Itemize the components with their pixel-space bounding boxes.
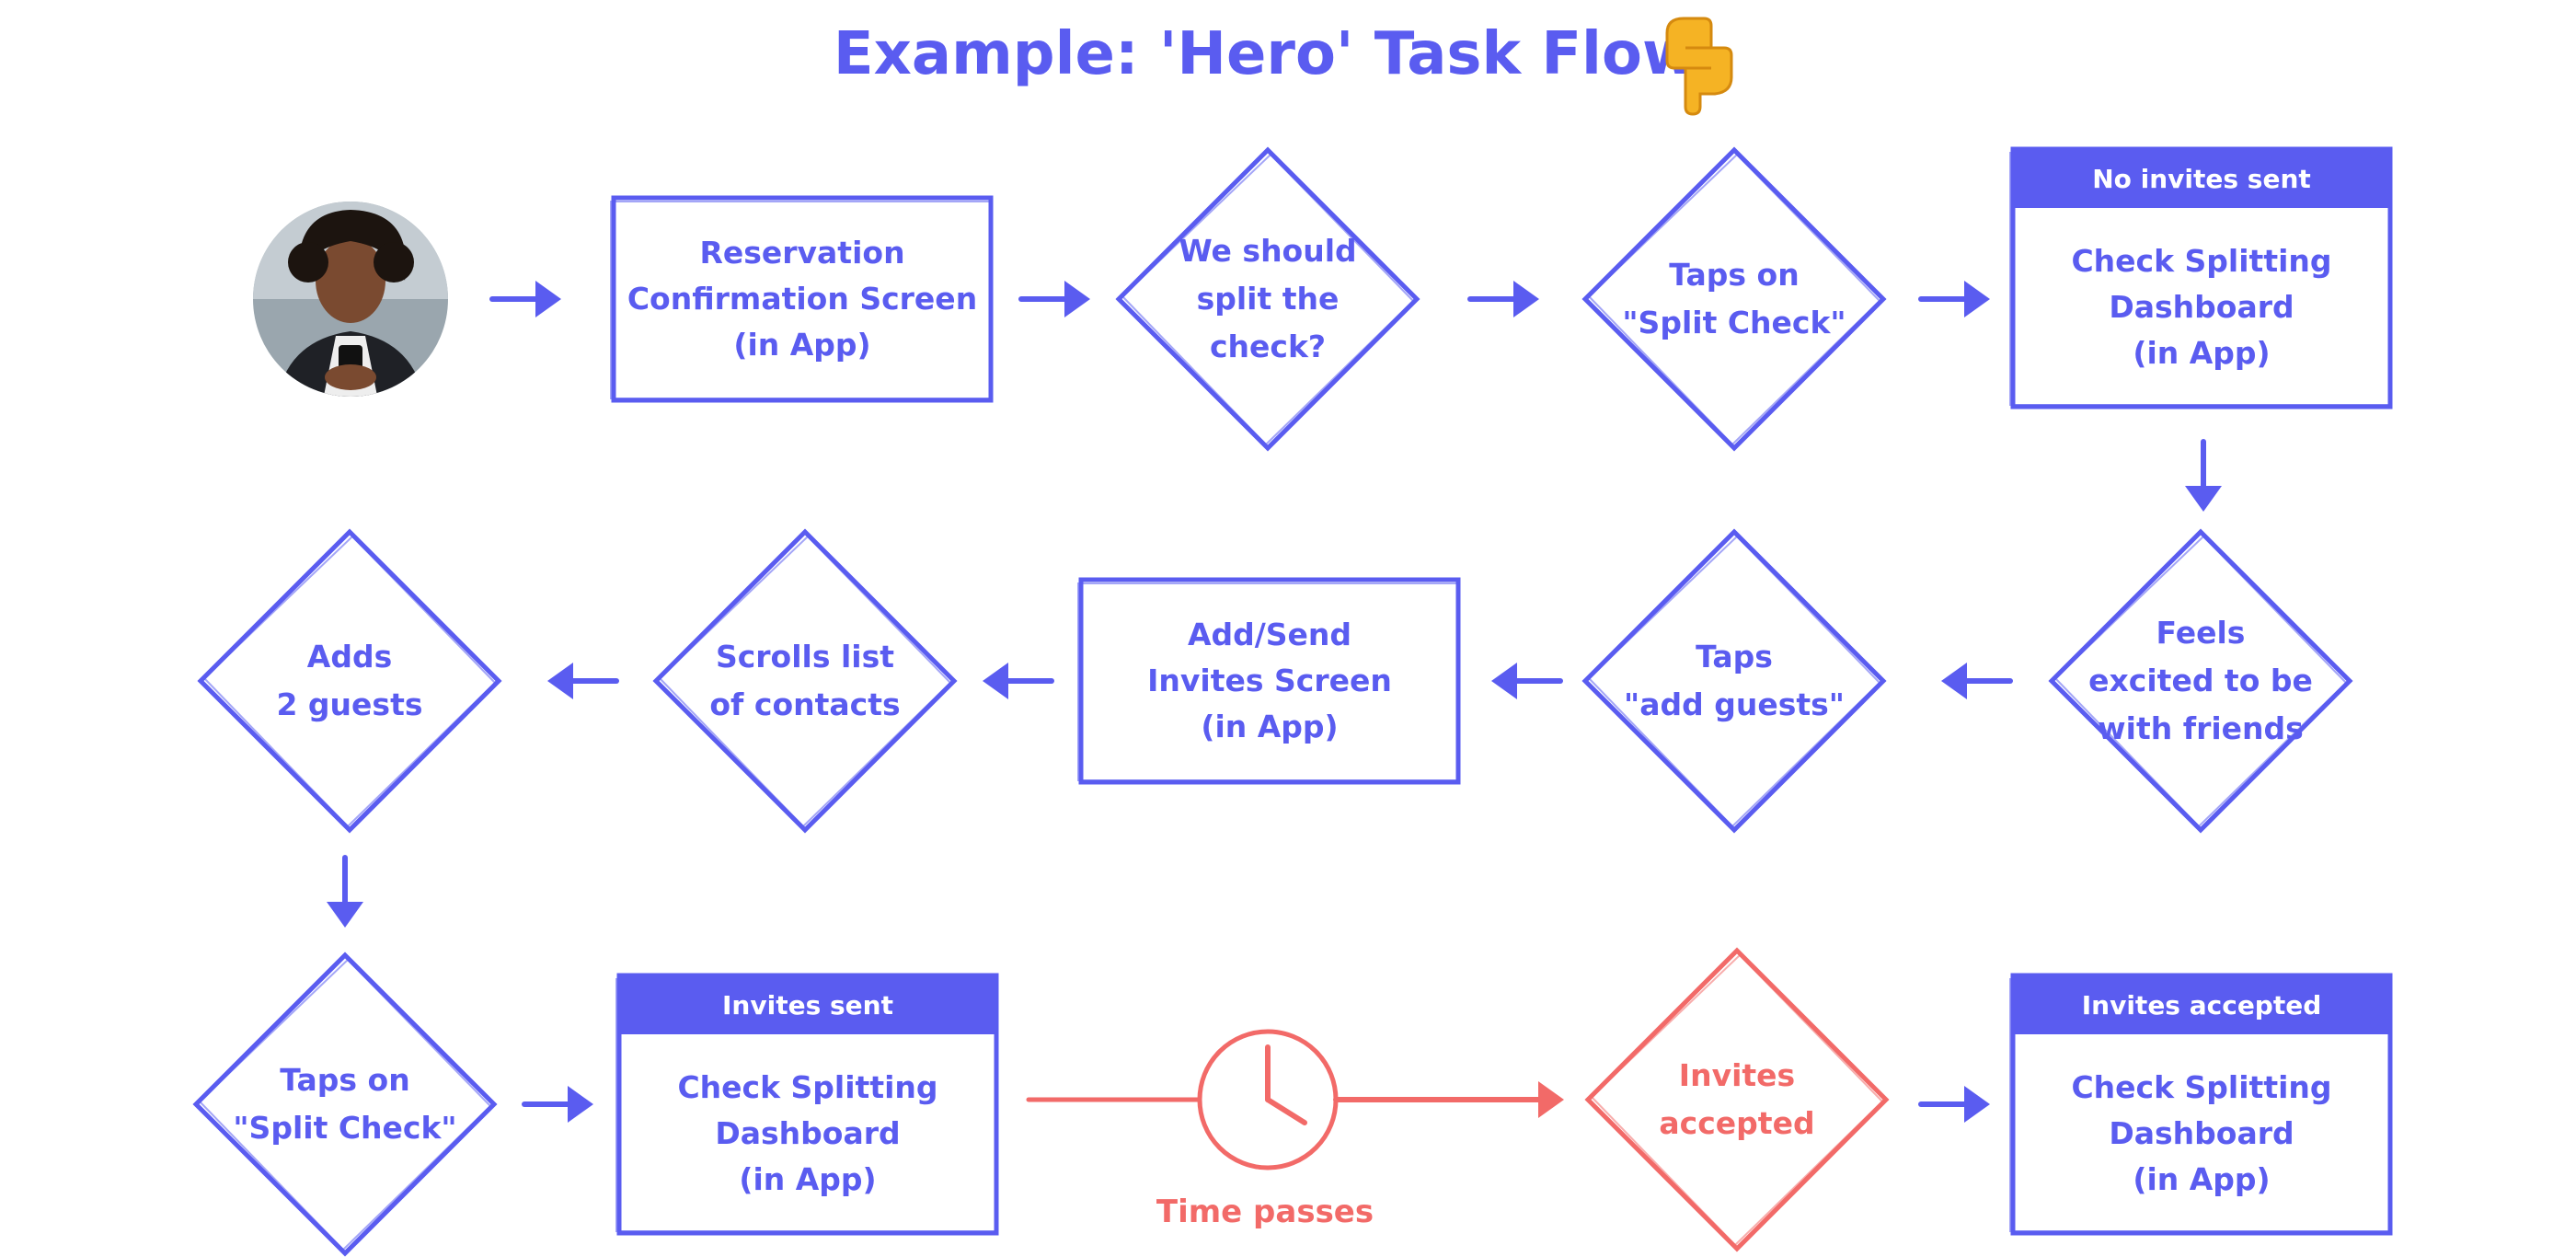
node-label-line: Taps on (1669, 257, 1799, 293)
flow-arrow (1467, 281, 1539, 317)
node-label-line: Dashboard (2109, 1115, 2294, 1151)
node-label-line: (in App) (739, 1161, 876, 1197)
node-header-label: No invites sent (2092, 164, 2311, 194)
flow-arrow (2185, 439, 2222, 512)
node-label-line: We should (1179, 233, 1356, 269)
node-label-line: Reservation (699, 235, 904, 271)
node-label-line: Feels (2156, 615, 2246, 651)
node-label-line: (in App) (1201, 709, 1338, 744)
scrolls-contacts-diamond: Scrolls list of contacts (652, 528, 958, 834)
node-header-bar (619, 975, 996, 1034)
node-label-line: of contacts (709, 686, 900, 722)
flow-arrow (489, 281, 561, 317)
diagram-title: Example: 'Hero' Task Flow (834, 20, 1696, 88)
flow-arrow (522, 1086, 593, 1123)
node-label-line: Dashboard (2109, 289, 2294, 325)
node-label-line: check? (1210, 329, 1326, 364)
node-header-bar (2013, 149, 2390, 208)
node-label-line: "Split Check" (233, 1110, 456, 1146)
node-label-line: 2 guests (276, 686, 422, 722)
node-label-line: (in App) (2133, 1161, 2270, 1197)
flow-arrow (1941, 663, 2013, 699)
node-label-line: Confirmation Screen (627, 281, 977, 317)
node-label-line: Scrolls list (716, 639, 894, 675)
node-label-line: Add/Send (1188, 617, 1351, 652)
flow-arrow (547, 663, 619, 699)
node-header-bar (2013, 975, 2390, 1034)
node-label-line: Adds (307, 639, 392, 675)
node-label-line: (in App) (733, 327, 870, 363)
node-label-line: Check Splitting (677, 1069, 937, 1105)
feels-excited-diamond: Feels excited to be with friends (2048, 528, 2353, 834)
clock-icon (1197, 1029, 1339, 1171)
flow-connectors (327, 281, 2222, 1123)
node-label-line: Taps on (280, 1062, 409, 1098)
node-label-line: excited to be (2088, 663, 2313, 698)
node-label-line: Check Splitting (2071, 243, 2331, 279)
node-label-line: Invites (1679, 1057, 1795, 1093)
user-avatar-photo (253, 202, 448, 397)
flow-arrow (1918, 281, 1990, 317)
flow-arrow (1018, 281, 1090, 317)
split-decision-diamond: We should split the check? (1115, 146, 1420, 452)
taps-add-guests-diamond: Taps "add guests" (1581, 528, 1887, 834)
invites-accepted-diamond: Invites accepted (1584, 947, 1890, 1252)
timeline-arrow (1333, 1081, 1564, 1118)
node-label-line: Dashboard (715, 1115, 900, 1151)
node-label-line: Invites Screen (1147, 663, 1392, 698)
node-label-line: (in App) (2133, 335, 2270, 371)
node-label-line: split the (1197, 281, 1340, 317)
flow-arrow (1491, 663, 1563, 699)
flow-arrow (1918, 1086, 1990, 1123)
taps-split-check-diamond: Taps on "Split Check" (1581, 146, 1887, 452)
node-header-label: Invites sent (722, 990, 893, 1021)
node-label-line: accepted (1659, 1105, 1814, 1141)
node-label-line: "add guests" (1624, 686, 1845, 722)
flow-arrow (327, 855, 363, 928)
node-label-line: Taps (1696, 639, 1773, 675)
node-label-line: with friends (2098, 710, 2304, 746)
pointing-down-hand-icon (1665, 17, 1733, 116)
taps-split-check-2-diamond: Taps on "Split Check" (192, 951, 498, 1257)
time-passes-label: Time passes (1156, 1194, 1374, 1230)
node-header-label: Invites accepted (2082, 990, 2322, 1021)
node-label-line: "Split Check" (1622, 305, 1846, 340)
adds-guests-diamond: Adds 2 guests (197, 528, 502, 834)
node-label-line: Check Splitting (2071, 1069, 2331, 1105)
flow-arrow (983, 663, 1054, 699)
